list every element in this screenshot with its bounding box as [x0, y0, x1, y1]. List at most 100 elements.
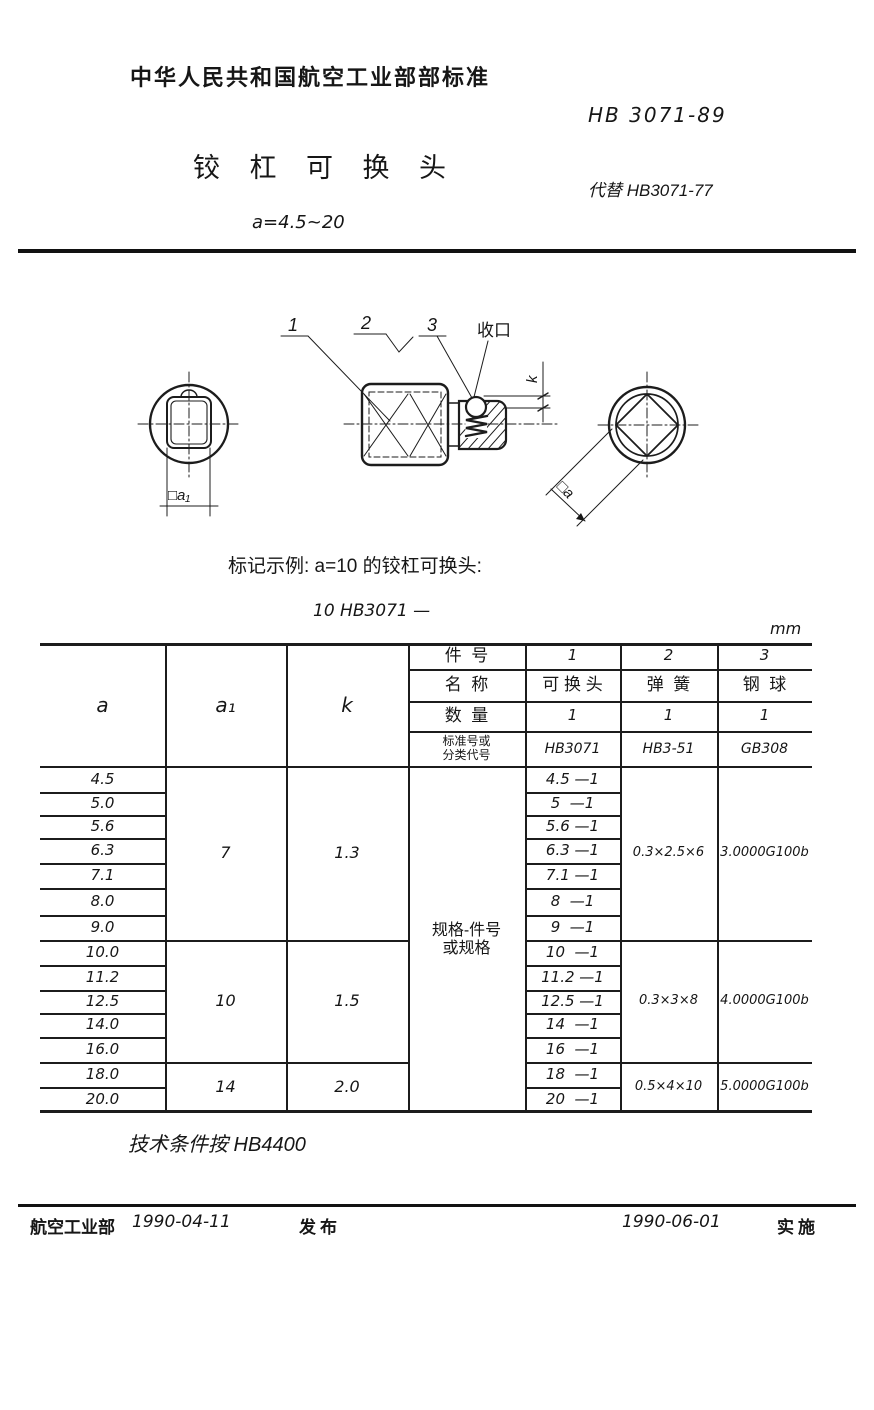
ball-size: 4.0000G100b: [720, 992, 809, 1008]
a-value: 8.0: [90, 891, 115, 910]
part-number: 1: [567, 646, 578, 665]
doc-number: HB 3071-89: [588, 103, 727, 127]
part-label-3: 3: [427, 315, 437, 335]
table-line: [165, 643, 167, 1113]
table-line: [40, 1037, 165, 1039]
part-name: 弹 簧: [646, 675, 691, 695]
part-qty: 1: [663, 706, 674, 725]
table-line: [620, 643, 622, 1113]
table-line: [525, 1087, 620, 1089]
spec-value: 11.2 —1: [541, 967, 604, 986]
table-line: [525, 940, 620, 942]
a-value: 14.0: [85, 1015, 120, 1034]
part-number: 3: [759, 646, 770, 665]
table-line: [40, 1062, 165, 1064]
a1-value: 7: [220, 843, 231, 863]
a-value: 11.2: [85, 967, 120, 986]
footer-issuer: 航空工业部: [30, 1218, 115, 1237]
spring-size: 0.5×4×10: [634, 1079, 703, 1095]
a-value: 20.0: [85, 1090, 120, 1109]
row-label-part-no: 件 号: [444, 646, 489, 666]
table-line: [40, 1110, 812, 1113]
table-line: [525, 792, 620, 794]
part-std-code: GB308: [740, 740, 789, 757]
row-label-std-code-line1: 标准号或: [442, 734, 491, 749]
spec-value: 9 —1: [550, 917, 595, 936]
table-line: [40, 1013, 165, 1015]
dim-k-label: k: [524, 374, 541, 383]
k-value: 2.0: [334, 1077, 360, 1097]
part-label-2: 2: [360, 313, 371, 333]
table-line: [525, 888, 620, 890]
spec-value: 4.5 —1: [545, 769, 600, 788]
replaces-note: 代替 HB3071-77: [588, 181, 713, 200]
row-label-qty: 数 量: [444, 706, 489, 726]
table-line: [525, 915, 620, 917]
k-value: 1.5: [334, 990, 360, 1010]
table-line: [525, 965, 620, 967]
size-range: a=4.5~20: [252, 212, 345, 233]
ball-size: 5.0000G100b: [720, 1079, 809, 1095]
a1-value: 14: [215, 1077, 236, 1097]
table-line: [408, 701, 812, 703]
table-line: [286, 643, 288, 1113]
a-value: 6.3: [90, 840, 115, 859]
table-line: [620, 1062, 812, 1064]
part-std-code: HB3071: [544, 740, 601, 757]
crimp-callout: 收口: [477, 321, 511, 340]
header-rule: [18, 249, 856, 253]
technical-drawing: □a₁ k 1 2 3: [137, 313, 701, 527]
spec-value: 20 —1: [545, 1090, 600, 1109]
table-line: [525, 815, 620, 817]
spec-column-label-line1: 规格-件号: [431, 921, 502, 939]
marking-example: 标记示例: a=10 的铰杠可换头:: [228, 556, 482, 577]
col-header-a: a: [96, 692, 109, 717]
spec-value: 18 —1: [545, 1064, 600, 1083]
col-header-k: k: [341, 692, 353, 717]
footer-rule: [18, 1204, 856, 1207]
table-line: [525, 863, 620, 865]
table-line: [40, 815, 165, 817]
part-number: 2: [663, 646, 674, 665]
footer-impl-date: 1990-06-01: [622, 1212, 721, 1232]
table-line: [525, 990, 620, 992]
part-name: 可 换 头: [542, 675, 603, 695]
spec-value: 5 —1: [550, 793, 595, 812]
table-line: [40, 863, 165, 865]
spring-size: 0.3×2.5×6: [632, 845, 705, 861]
row-label-std-code: 标准号或分类代号: [408, 731, 525, 767]
spec-value: 5.6 —1: [545, 816, 600, 835]
technical-conditions-note: 技术条件按 HB4400: [128, 1134, 306, 1156]
table-line: [408, 731, 812, 733]
table-line: [40, 1087, 165, 1089]
a-value: 16.0: [85, 1039, 120, 1058]
page-title: 铰 杠 可 换 头: [193, 153, 458, 183]
spec-value: 14 —1: [545, 1015, 600, 1034]
row-label-std-code-line2: 分类代号: [442, 748, 491, 762]
footer-impl-label: 实施: [777, 1218, 819, 1237]
table-line: [408, 643, 410, 1113]
footer-issue-date: 1990-04-11: [132, 1212, 231, 1232]
part-std-code: HB3-51: [642, 740, 695, 757]
spec-value: 7.1 —1: [545, 865, 600, 884]
part-qty: 1: [759, 706, 770, 725]
table-line: [525, 1013, 620, 1015]
dim-a1-label: □a₁: [168, 487, 190, 504]
table-line: [40, 940, 165, 942]
footer-issue-label: 发布: [299, 1218, 341, 1237]
k-value: 1.3: [334, 843, 360, 863]
part-name: 钢 球: [742, 675, 787, 695]
spec-value: 12.5 —1: [541, 991, 604, 1010]
a-value: 7.1: [90, 865, 115, 884]
spec-value: 10 —1: [545, 942, 600, 961]
part-qty: 1: [567, 706, 578, 725]
a1-value: 10: [215, 990, 236, 1010]
unit-label: mm: [770, 619, 802, 638]
table-line: [40, 915, 165, 917]
part-label-1: 1: [288, 315, 298, 335]
a-value: 4.5: [90, 769, 115, 788]
spec-column-label-line2: 或规格: [442, 940, 491, 957]
table-line: [408, 669, 812, 671]
